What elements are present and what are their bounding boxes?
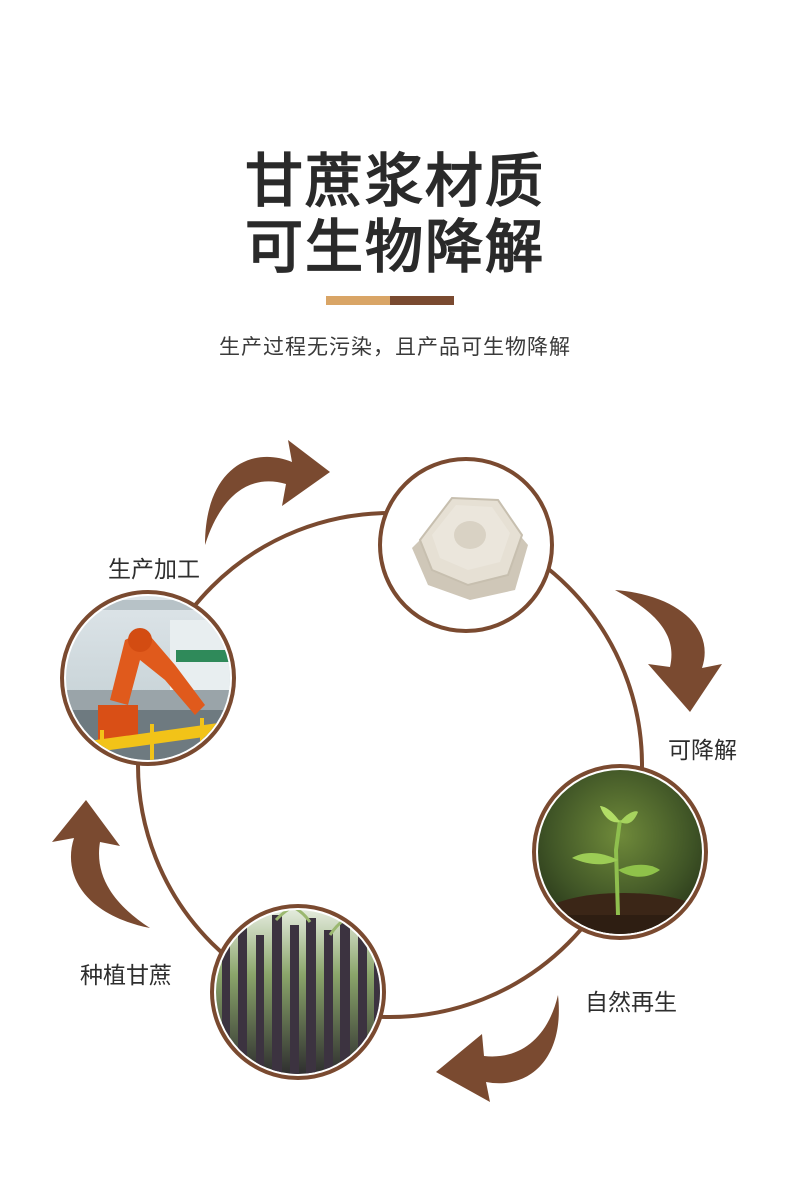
arrow-icon xyxy=(52,800,150,928)
stage-label-regenerate: 自然再生 xyxy=(585,990,677,1016)
title-line-1: 甘蔗浆材质 xyxy=(244,147,545,215)
stage-image-seedling xyxy=(532,764,708,940)
arrow-icon xyxy=(436,995,559,1102)
stage-label-degradable: 可降解 xyxy=(668,738,737,764)
stage-image-pulp-lid xyxy=(378,457,554,633)
stage-label-plant-sugarcane: 种植甘蔗 xyxy=(80,963,172,989)
subtitle: 生产过程无污染，且产品可生物降解 xyxy=(219,335,571,359)
title-line-2: 可生物降解 xyxy=(244,213,545,281)
arrow-icon xyxy=(615,590,722,712)
accent-bar-light xyxy=(326,296,390,305)
stage-image-factory xyxy=(60,590,236,766)
stage-label-production: 生产加工 xyxy=(108,557,200,583)
stage-image-sugarcane xyxy=(210,904,386,1080)
accent-bar-dark xyxy=(390,296,454,305)
arrow-icon xyxy=(205,440,330,545)
